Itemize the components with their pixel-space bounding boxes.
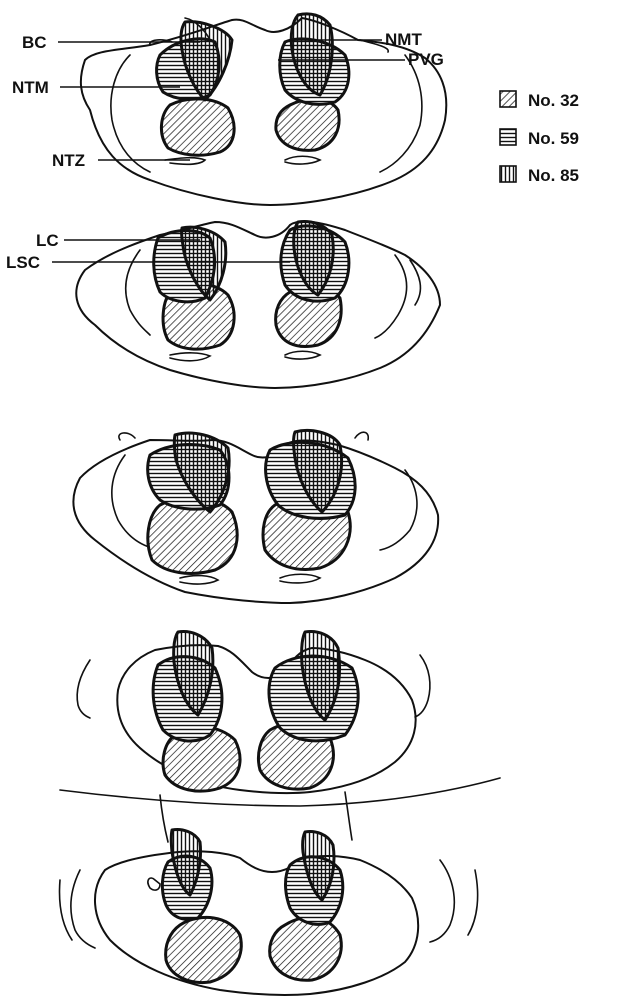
section-5-outline (95, 851, 418, 995)
legend-item-no85: No. 85 (500, 166, 579, 185)
svg-text:NMT: NMT (385, 30, 422, 49)
section-2 (76, 221, 440, 388)
svg-text:No. 59: No. 59 (528, 129, 579, 148)
legend-item-no59: No. 59 (500, 129, 579, 148)
section-4 (60, 632, 500, 842)
svg-text:NTZ: NTZ (52, 151, 85, 170)
lesion-no32-left-1 (161, 99, 234, 155)
section-3 (73, 431, 438, 603)
svg-text:LSC: LSC (6, 253, 40, 272)
section-2-outline (76, 221, 440, 388)
section-3-outline (73, 440, 438, 603)
section-5 (60, 830, 478, 995)
label-ntm: NTM (12, 78, 180, 97)
legend-item-no32: No. 32 (500, 91, 579, 110)
legend: No. 32 No. 59 No. 85 (500, 91, 579, 185)
svg-text:PVG: PVG (408, 50, 444, 69)
svg-text:No. 32: No. 32 (528, 91, 579, 110)
svg-text:NTM: NTM (12, 78, 49, 97)
label-lsc: LSC (6, 253, 290, 272)
svg-text:No. 85: No. 85 (528, 166, 579, 185)
legend-swatch-horizontal (500, 129, 516, 145)
lesion-no32-right-5 (270, 917, 342, 980)
lesion-no32-right-1 (276, 99, 339, 150)
lesion-no32-left-5 (166, 917, 242, 982)
legend-swatch-diagonal (500, 91, 516, 107)
svg-text:BC: BC (22, 33, 47, 52)
svg-text:LC: LC (36, 231, 59, 250)
label-ntz: NTZ (52, 151, 190, 170)
